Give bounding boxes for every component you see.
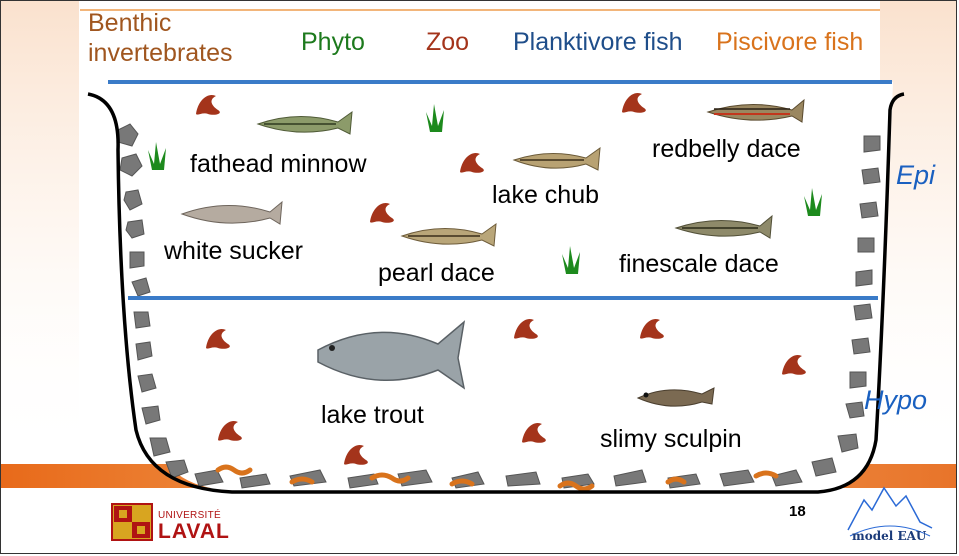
label-lake-chub: lake chub: [492, 181, 599, 210]
label-finescale-dace: finescale dace: [619, 250, 779, 279]
label-white-sucker: white sucker: [164, 237, 303, 266]
label-slimy-sculpin: slimy sculpin: [600, 425, 742, 454]
page-number: 18: [789, 503, 806, 520]
legend-benthic-line1: Benthic: [88, 8, 233, 38]
rock-icon: [134, 312, 150, 328]
label-redbelly-dace: redbelly dace: [652, 135, 801, 164]
legend-piscivore-label: Piscivore fish: [716, 28, 863, 57]
rock-icon: [858, 238, 874, 252]
rock-icon: [852, 338, 870, 354]
legend-benthic-line2: invertebrates: [88, 38, 233, 68]
label-pearl-dace: pearl dace: [378, 259, 495, 288]
rock-icon: [856, 270, 872, 286]
legend-planktivore-label: Planktivore fish: [513, 28, 683, 57]
legend-phyto-label: Phyto: [301, 28, 365, 57]
label-fathead-minnow: fathead minnow: [190, 150, 367, 179]
rock-icon: [130, 252, 144, 268]
rock-icon: [126, 220, 144, 238]
rock-icon: [864, 136, 880, 152]
label-lake-trout: lake trout: [321, 401, 424, 430]
model-eau-label: model EAU: [852, 529, 926, 543]
rock-icon: [860, 202, 878, 218]
background-tint-left: [1, 1, 79, 461]
zone-epi-label: Epi: [896, 160, 935, 191]
rock-icon: [854, 304, 872, 320]
benthic-worm-icon: [668, 479, 684, 482]
laval-label: LAVAL: [158, 520, 230, 544]
legend-zoo-label: Zoo: [426, 28, 469, 57]
rock-icon: [862, 168, 880, 184]
universite-laval-logo: [112, 504, 152, 540]
zone-hypo-label: Hypo: [864, 385, 927, 416]
legend-benthic-label: Benthic invertebrates: [88, 8, 233, 68]
